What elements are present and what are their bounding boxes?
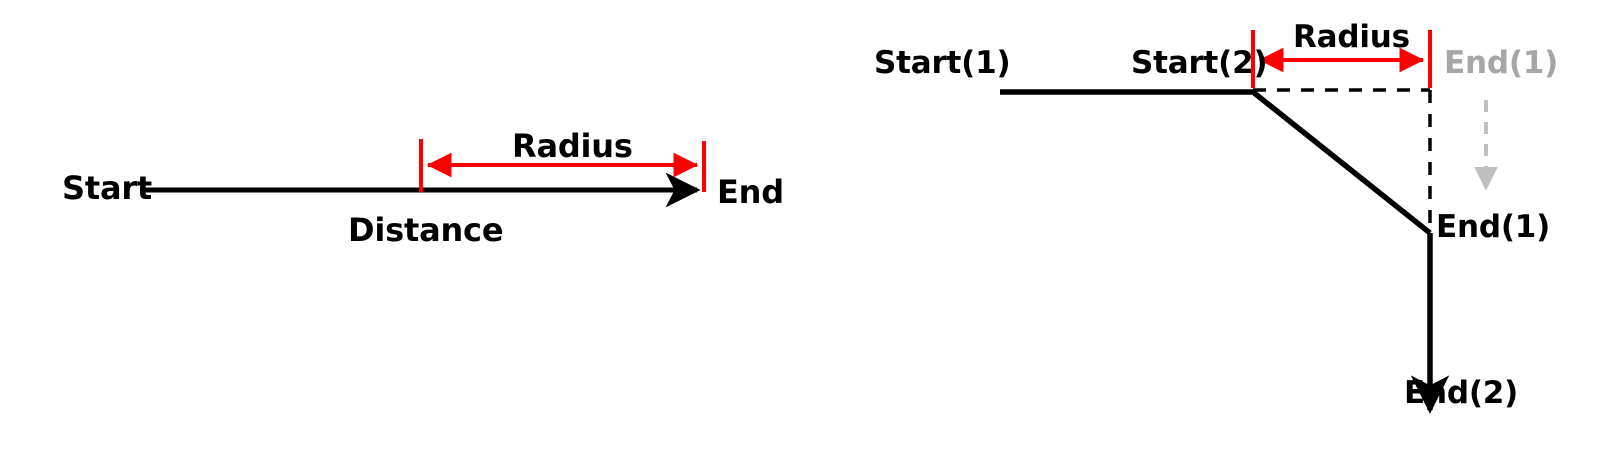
label-radius-left: Radius (512, 127, 633, 165)
label-start: Start (62, 169, 153, 207)
label-end-1: End(1) (1436, 209, 1551, 245)
label-start-1: Start(1) (874, 45, 1011, 81)
label-end-1-ghost: End(1) (1444, 45, 1559, 81)
right-path-horizontal-diagonal (1000, 89, 1432, 236)
label-end: End (717, 173, 784, 211)
label-distance: Distance (348, 211, 504, 249)
panel-right-vectors (1000, 30, 1498, 414)
label-radius-right: Radius (1293, 19, 1410, 55)
panel-left-vectors (140, 139, 706, 208)
label-start-2: Start(2) (1131, 45, 1268, 81)
label-end-2: End(2) (1404, 375, 1519, 411)
